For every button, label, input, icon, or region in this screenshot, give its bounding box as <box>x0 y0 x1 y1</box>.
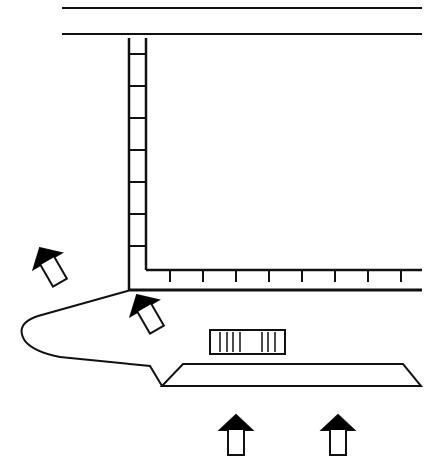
arrow-up-left-icon <box>31 246 69 289</box>
trapezoid-island <box>159 363 424 387</box>
arrow-up-icon <box>217 413 255 456</box>
vertical-curb <box>127 38 148 290</box>
top-road <box>62 7 422 35</box>
arrow-up-left-icon <box>128 293 166 336</box>
left-island-outline <box>20 289 163 387</box>
horizontal-curb <box>129 268 422 292</box>
vehicle-body <box>209 329 286 355</box>
arrow-up-icon <box>319 413 357 456</box>
vehicle-icon <box>209 329 286 355</box>
